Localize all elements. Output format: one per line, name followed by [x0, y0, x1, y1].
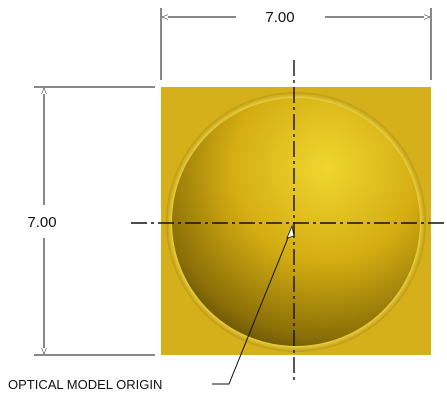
- dome-lens: [172, 98, 420, 346]
- width-dimension-label: 7.00: [265, 9, 294, 26]
- origin-leader-line: [212, 227, 293, 385]
- origin-callout-label: OPTICAL MODEL ORIGIN: [8, 377, 162, 392]
- height-dimension-label: 7.00: [27, 214, 56, 231]
- origin-leader-arrowhead: [286, 224, 295, 239]
